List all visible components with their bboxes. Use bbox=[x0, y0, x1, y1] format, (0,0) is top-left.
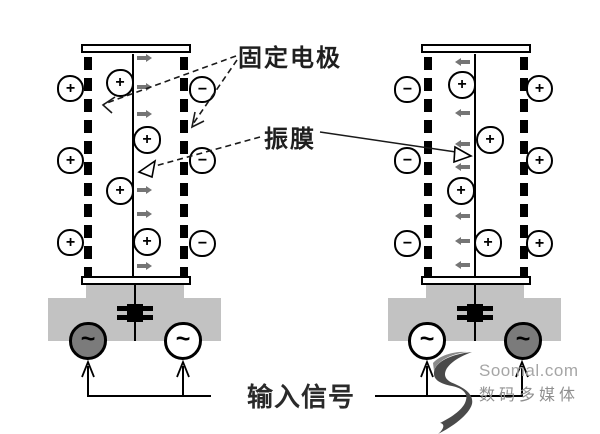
charge-sign: + bbox=[483, 234, 493, 251]
arrowhead-icon bbox=[101, 96, 116, 114]
ac-source: ~ bbox=[504, 322, 542, 360]
charge-sign: + bbox=[65, 151, 76, 169]
charge-sign: + bbox=[457, 76, 467, 93]
force-arrow-left-icon bbox=[455, 237, 470, 245]
charge-circle: − bbox=[394, 230, 421, 257]
force-arrow-left-icon bbox=[455, 109, 470, 117]
bias-supply-stub bbox=[457, 306, 467, 311]
stator-bottom-bar bbox=[81, 276, 191, 285]
force-arrow-left-icon bbox=[455, 163, 470, 171]
charge-circle: − bbox=[189, 147, 216, 174]
force-arrow-right-icon bbox=[137, 83, 152, 91]
signal-feed-line bbox=[521, 366, 523, 397]
leader-line bbox=[319, 131, 457, 153]
ac-source: ~ bbox=[164, 322, 202, 360]
watermark-brand: Soomal.com bbox=[479, 361, 579, 380]
force-arrow-left-icon bbox=[455, 261, 470, 269]
charge-sign: + bbox=[142, 233, 152, 250]
fixed-electrode-label: 固定电极 bbox=[238, 45, 342, 72]
force-arrow-left-icon bbox=[455, 140, 470, 148]
charge-sign: + bbox=[115, 182, 125, 199]
charge-circle: − bbox=[394, 76, 421, 103]
charge-circle: − bbox=[189, 230, 216, 257]
diaphragm-line bbox=[474, 54, 476, 276]
signal-feed-line bbox=[426, 366, 428, 397]
charge-circle: + bbox=[526, 147, 553, 174]
charge-circle: + bbox=[526, 230, 553, 257]
charge-sign: − bbox=[402, 80, 413, 98]
ac-source: ~ bbox=[408, 322, 446, 360]
force-arrow-right-icon bbox=[137, 110, 152, 118]
ac-source: ~ bbox=[69, 322, 107, 360]
force-arrow-right-icon bbox=[137, 210, 152, 218]
arrowhead-icon bbox=[137, 159, 157, 179]
charge-circle: + bbox=[447, 177, 475, 205]
charge-sign: + bbox=[485, 131, 495, 148]
charge-circle: + bbox=[526, 75, 553, 102]
charge-circle: + bbox=[57, 229, 84, 256]
sine-symbol: ~ bbox=[80, 324, 96, 353]
charge-sign: − bbox=[197, 151, 208, 169]
charge-sign: + bbox=[456, 182, 466, 199]
charge-circle: + bbox=[106, 177, 134, 205]
sine-symbol: ~ bbox=[175, 324, 191, 353]
charge-sign: + bbox=[534, 234, 545, 252]
bias-supply-stub bbox=[483, 315, 493, 320]
arrowhead-icon bbox=[190, 111, 205, 129]
stator-top-bar bbox=[421, 44, 531, 53]
force-arrow-left-icon bbox=[455, 212, 470, 220]
bias-supply-stub bbox=[457, 315, 467, 320]
charge-circle: + bbox=[57, 75, 84, 102]
charge-circle: + bbox=[448, 71, 476, 99]
signal-feed-line bbox=[182, 366, 184, 397]
watermark-subtitle: 数码多媒体 bbox=[479, 387, 580, 404]
stator-bottom-bar bbox=[421, 276, 531, 285]
bias-supply-stub bbox=[117, 315, 127, 320]
charge-sign: − bbox=[402, 151, 413, 169]
charge-sign: + bbox=[534, 79, 545, 97]
charge-sign: + bbox=[534, 151, 545, 169]
bias-supply-stub bbox=[143, 315, 153, 320]
charge-circle: + bbox=[57, 147, 84, 174]
charge-sign: + bbox=[65, 79, 76, 97]
fixed-electrode-left bbox=[424, 57, 432, 276]
bias-supply-stub bbox=[117, 306, 127, 311]
diaphragm-line bbox=[132, 54, 134, 276]
charge-sign: − bbox=[197, 80, 208, 98]
bias-supply-stub bbox=[483, 306, 493, 311]
bias-supply-symbol bbox=[467, 304, 483, 322]
bias-supply-stub bbox=[143, 306, 153, 311]
input-signal-label: 输入信号 bbox=[247, 382, 356, 412]
force-arrow-right-icon bbox=[137, 262, 152, 270]
charge-sign: − bbox=[402, 234, 413, 252]
stator-top-bar bbox=[81, 44, 191, 53]
fixed-electrode-right bbox=[180, 57, 188, 276]
fixed-electrode-right bbox=[520, 57, 528, 276]
charge-circle: + bbox=[106, 69, 134, 97]
force-arrow-right-icon bbox=[137, 54, 152, 62]
charge-circle: + bbox=[133, 126, 161, 154]
force-arrow-left-icon bbox=[455, 58, 470, 66]
charge-sign: + bbox=[115, 74, 125, 91]
arrowhead-icon bbox=[453, 145, 473, 164]
diaphragm-label: 振膜 bbox=[264, 126, 316, 153]
charge-circle: + bbox=[474, 229, 502, 257]
charge-circle: + bbox=[133, 228, 161, 256]
sine-symbol: ~ bbox=[419, 324, 435, 353]
soomal-logo-icon bbox=[433, 351, 473, 434]
charge-sign: + bbox=[65, 233, 76, 251]
fixed-electrode-left bbox=[84, 57, 92, 276]
bias-supply-symbol bbox=[127, 304, 143, 322]
signal-bus-line bbox=[87, 395, 211, 397]
charge-circle: + bbox=[476, 126, 504, 154]
charge-sign: + bbox=[142, 131, 152, 148]
signal-feed-line bbox=[87, 366, 89, 397]
charge-circle: − bbox=[394, 147, 421, 174]
force-arrow-right-icon bbox=[137, 186, 152, 194]
charge-circle: − bbox=[189, 76, 216, 103]
charge-sign: − bbox=[197, 234, 208, 252]
sine-symbol: ~ bbox=[515, 324, 531, 353]
